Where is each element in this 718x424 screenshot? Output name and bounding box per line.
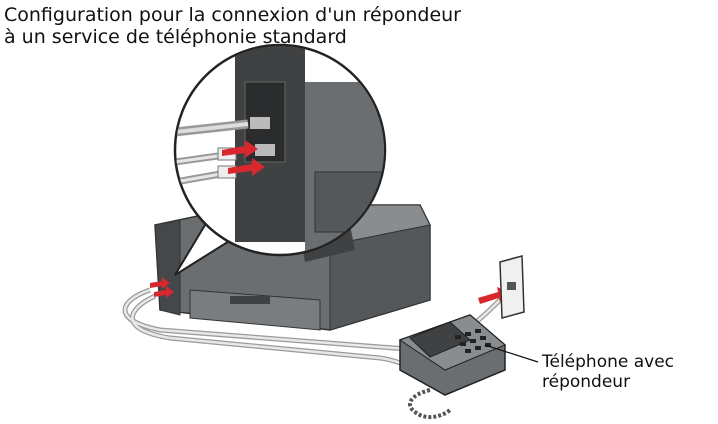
arrow-icon (222, 140, 265, 176)
magnified-port-view (173, 43, 387, 257)
title-line-1: Configuration pour la connexion d'un rép… (4, 4, 461, 26)
telephone-answering-machine (398, 314, 539, 419)
wall-phone-jack (499, 255, 525, 319)
callout-line-2: répondeur (542, 372, 631, 392)
phone-callout-label: Téléphone avec répondeur (542, 352, 674, 392)
title-line-2: à un service de téléphonie standard (4, 26, 347, 48)
callout-line-1: Téléphone avec (542, 352, 675, 372)
diagram-title: Configuration pour la connexion d'un rép… (4, 4, 461, 48)
